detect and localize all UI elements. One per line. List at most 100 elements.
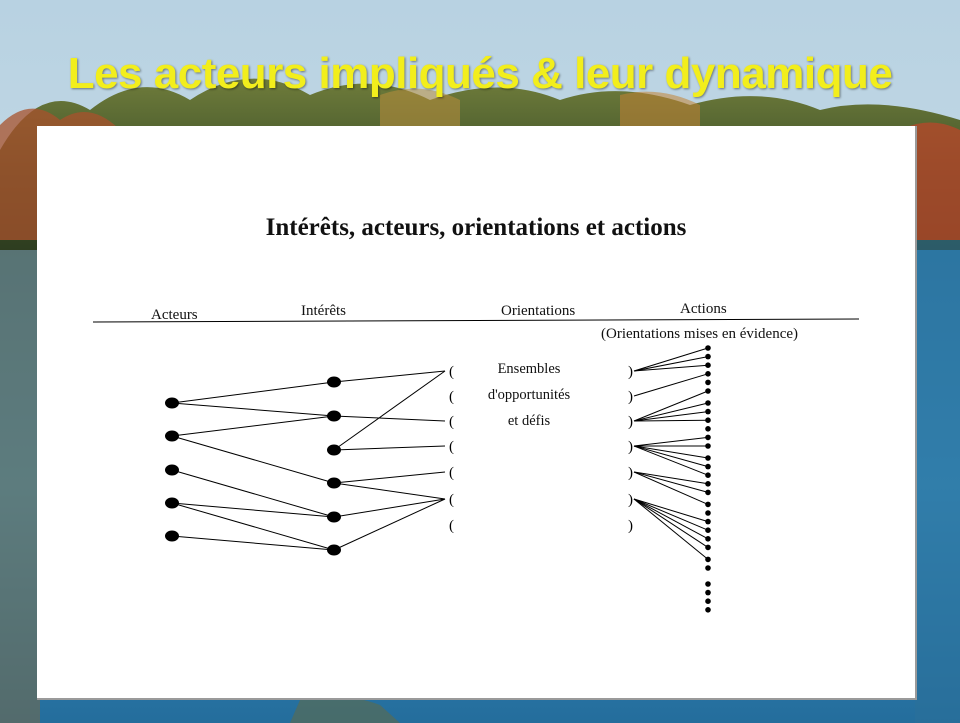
center-text-line-3: et défis [507, 413, 551, 429]
edge-actor-interest [171, 469, 335, 518]
edge-interest-orientation [333, 482, 446, 500]
action-dot [705, 472, 711, 479]
action-dot [705, 589, 711, 596]
action-dot [705, 536, 711, 542]
action-dot [705, 607, 711, 613]
action-dot [705, 408, 711, 415]
action-dot [705, 565, 711, 571]
bracket-open: ( [449, 518, 454, 534]
bracket-close: ) [628, 414, 633, 430]
edge-orientation-action [633, 436, 709, 447]
bracket-close: ) [628, 492, 633, 508]
edge-orientation-action [633, 419, 709, 422]
column-header-orientations: Orientations [501, 303, 576, 319]
edge-actor-interest [171, 415, 335, 437]
bracket-close: ) [628, 465, 633, 481]
action-dot [705, 581, 711, 587]
action-dot [705, 379, 711, 386]
action-dot [705, 362, 711, 368]
action-dot [705, 463, 711, 470]
edge-interest-orientation [333, 415, 446, 422]
action-dot [705, 501, 711, 508]
edge-orientation-action [633, 471, 709, 493]
bracket-open: ( [449, 439, 454, 455]
edge-interest-orientation [333, 498, 446, 551]
action-dot [705, 518, 711, 525]
action-dot [705, 345, 711, 351]
interest-node [327, 444, 341, 456]
edge-actor-interest [171, 502, 335, 551]
edge-orientation-action [633, 445, 709, 468]
action-dot [705, 598, 711, 604]
edge-orientation-action [633, 498, 709, 560]
edge-orientation-action [633, 356, 709, 372]
action-dot [705, 371, 711, 377]
figure-title: Intérêts, acteurs, orientations et actio… [265, 214, 687, 241]
action-dot [705, 426, 711, 432]
edge-orientation-action [633, 347, 709, 372]
bracket-close: ) [628, 439, 633, 455]
column-subheader-actions: (Orientations mises en évidence) [601, 326, 799, 342]
column-header-interets: Intérêts [301, 303, 346, 319]
actor-node [165, 497, 179, 509]
actor-node [165, 464, 179, 476]
action-dot [705, 489, 711, 496]
edge-interest-orientation [333, 471, 446, 484]
action-dot [705, 443, 711, 449]
edge-interest-orientation [333, 498, 446, 518]
network-diagram: ()()()()()()() [92, 318, 860, 613]
edge-orientation-action [633, 498, 709, 540]
action-dot [705, 556, 711, 563]
action-dot [705, 544, 711, 551]
bracket-open: ( [449, 465, 454, 481]
interest-node [327, 376, 341, 388]
action-dot [705, 527, 711, 533]
edge-orientation-action [633, 471, 709, 485]
action-dot [705, 353, 711, 360]
bracket-open: ( [449, 389, 454, 405]
edge-actor-interest [171, 381, 335, 404]
column-header-acteurs: Acteurs [151, 307, 198, 323]
edge-interest-orientation [333, 370, 446, 451]
bracket-open: ( [449, 364, 454, 380]
action-dot [705, 481, 711, 487]
actor-node [165, 397, 179, 409]
edge-orientation-action [633, 498, 709, 531]
edge-orientation-action [633, 411, 709, 422]
edge-orientation-action [633, 445, 709, 459]
edge-interest-orientation [333, 370, 446, 383]
interest-node [327, 511, 341, 523]
center-text-line-2: d'opportunités [487, 387, 571, 403]
bracket-open: ( [449, 492, 454, 508]
edge-orientation-action [633, 498, 709, 548]
edge-actor-interest [171, 502, 335, 518]
edge-orientation-action [633, 445, 709, 476]
bracket-open: ( [449, 414, 454, 430]
action-dot [705, 455, 711, 461]
action-dot [705, 434, 711, 441]
action-dot [705, 417, 711, 424]
bracket-close: ) [628, 518, 633, 534]
edge-orientation-action [633, 402, 709, 422]
edge-actor-interest [171, 535, 335, 551]
edge-orientation-action [633, 498, 709, 523]
column-header-actions: Actions [680, 301, 727, 317]
edge-interest-orientation [333, 445, 446, 451]
actor-node [165, 530, 179, 542]
interest-node [327, 477, 341, 489]
header-rule [92, 318, 860, 323]
edge-orientation-action [633, 390, 709, 422]
diagram-panel: Intérêts, acteurs, orientations et actio… [37, 126, 917, 700]
slide-title: Les acteurs impliqués & leur dynamique [67, 49, 893, 98]
action-dot [705, 510, 711, 516]
edge-actor-interest [171, 435, 335, 484]
center-text-line-1: Ensembles [497, 361, 561, 377]
edge-orientation-action [633, 471, 709, 505]
bracket-close: ) [628, 389, 633, 405]
interest-node [327, 544, 341, 556]
edge-orientation-action [633, 364, 709, 372]
actor-node [165, 430, 179, 442]
edge-orientation-action [633, 373, 709, 397]
action-dot [705, 400, 711, 406]
edge-actor-interest [171, 402, 335, 417]
